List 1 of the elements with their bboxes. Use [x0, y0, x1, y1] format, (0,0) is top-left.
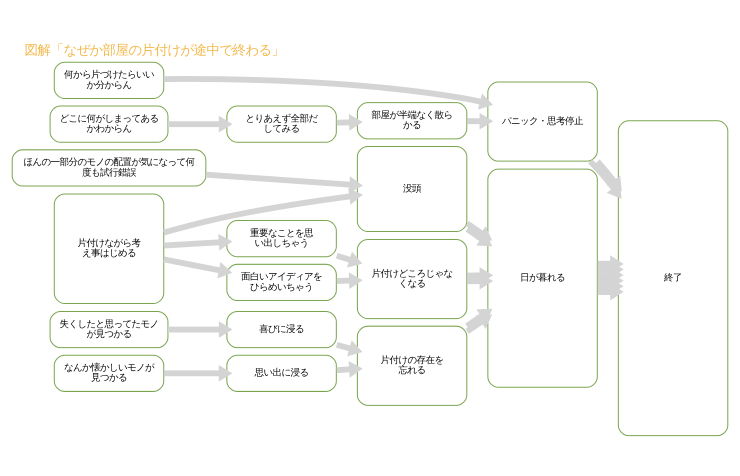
diagram-title: 図解「なぜか部屋の片付けが途中で終わる」 — [24, 42, 284, 59]
